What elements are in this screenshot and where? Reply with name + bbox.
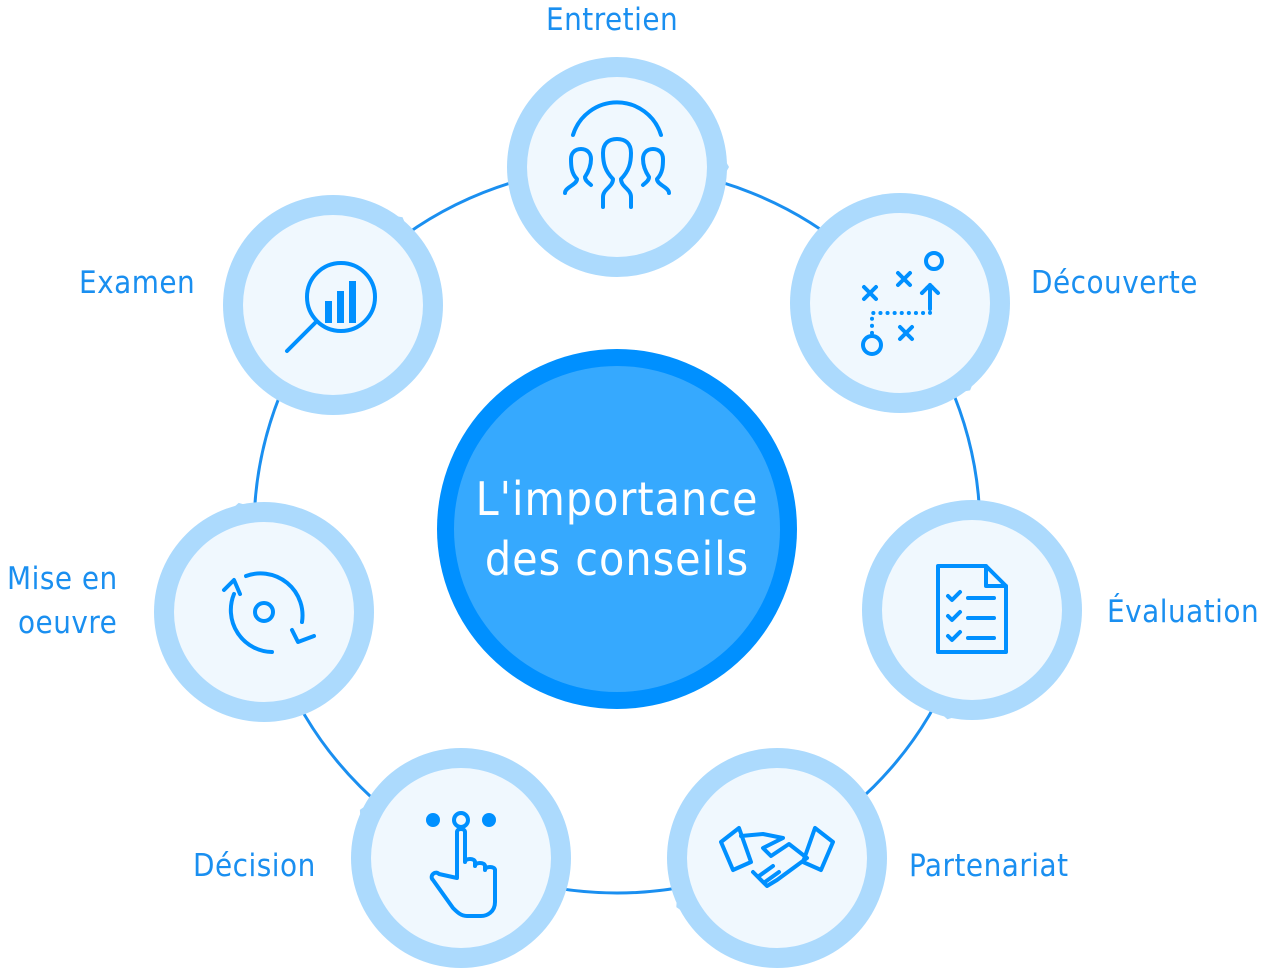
analytics-icon <box>285 261 377 353</box>
label-evaluation: Évaluation <box>1107 594 1260 630</box>
node-fill <box>371 768 551 948</box>
node-fill <box>174 522 354 702</box>
step-node-6 <box>223 195 443 415</box>
group-icon <box>563 100 671 209</box>
step-node-3 <box>667 748 887 968</box>
cycle-icon <box>222 571 316 654</box>
step-node-0 <box>507 57 729 277</box>
label-mise-en-oeuvre-1: Mise en <box>7 561 118 597</box>
label-decision: Décision <box>193 848 316 884</box>
node-fill <box>810 213 990 393</box>
center-title-line2: des conseils <box>484 532 750 586</box>
label-examen: Examen <box>79 265 196 301</box>
step-node-5 <box>154 502 374 722</box>
center-circle <box>454 366 780 692</box>
label-mise-en-oeuvre-2: oeuvre <box>18 605 118 641</box>
checklist-icon <box>936 564 1008 654</box>
step-node-1 <box>790 193 1010 413</box>
tap-icon <box>426 811 497 918</box>
step-node-4 <box>351 748 571 968</box>
label-decouverte: Découverte <box>1031 265 1198 301</box>
handshake-icon <box>719 826 835 888</box>
step-node-2 <box>862 500 1082 720</box>
center-title-line1: L'importance <box>475 472 759 526</box>
node-fill <box>527 77 707 257</box>
node-fill <box>882 520 1062 700</box>
label-partenariat: Partenariat <box>909 848 1069 884</box>
node-fill <box>243 215 423 395</box>
node-fill <box>687 768 867 948</box>
strategy-icon <box>861 251 944 356</box>
label-entretien: Entretien <box>546 2 679 38</box>
center-title: L'importance des conseils <box>437 349 797 709</box>
